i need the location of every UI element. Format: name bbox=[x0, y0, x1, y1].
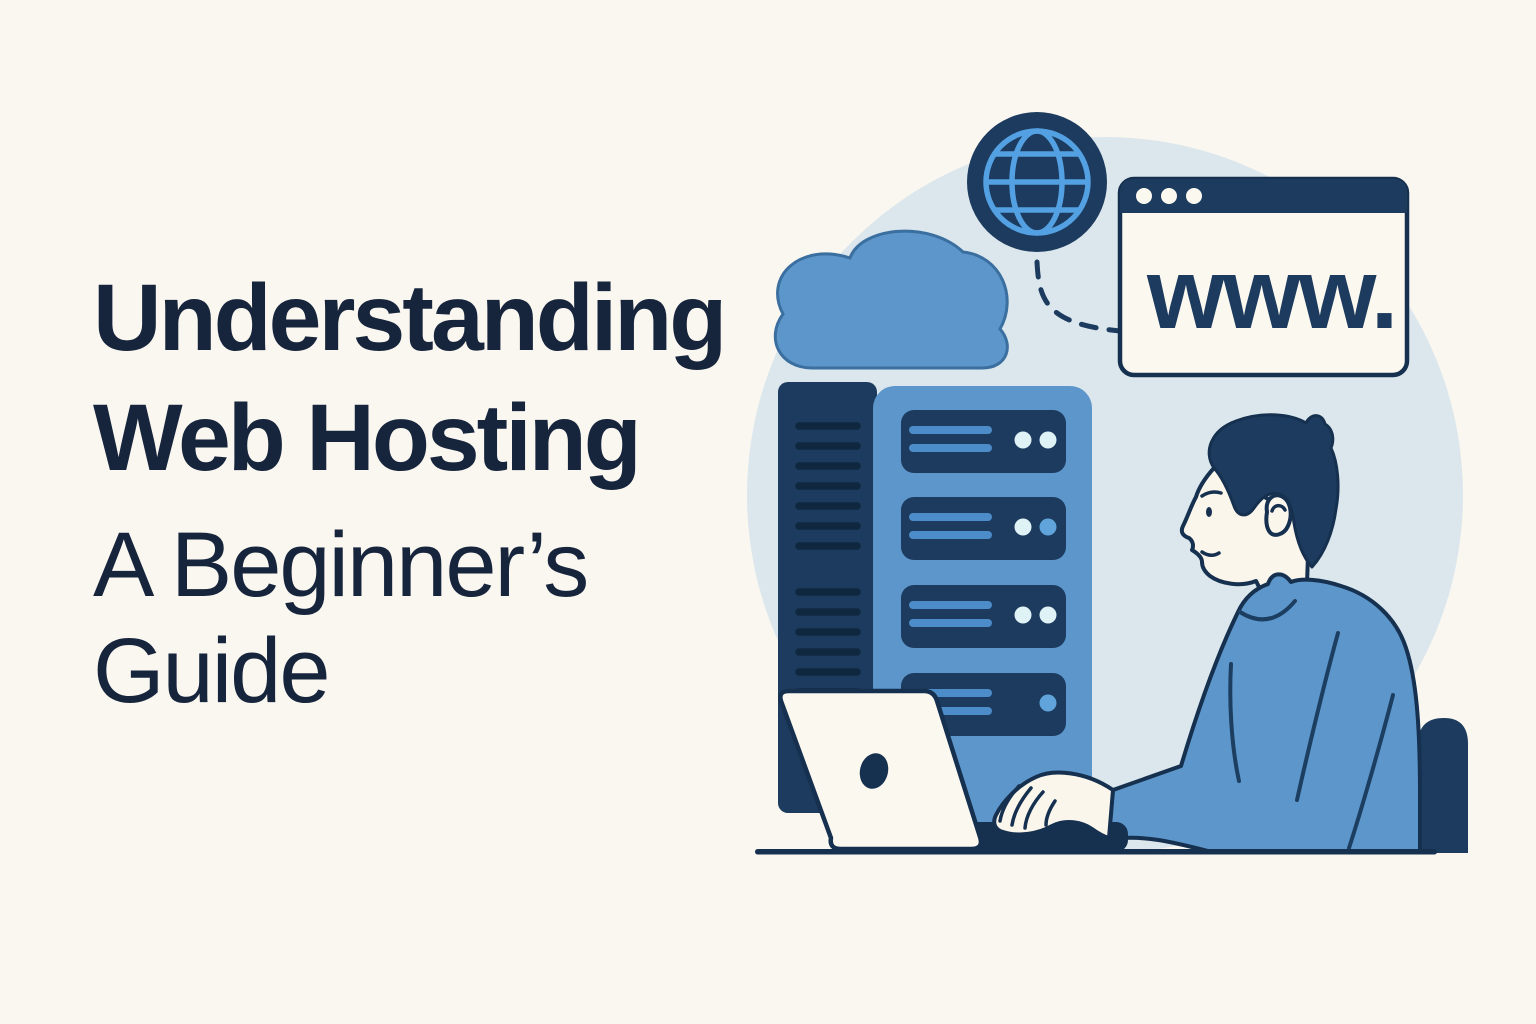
server-unit-1 bbox=[901, 410, 1066, 473]
hair bbox=[1207, 413, 1340, 569]
server-led bbox=[1014, 518, 1032, 536]
chair-back bbox=[1418, 718, 1468, 853]
sweater-fold-back bbox=[1347, 693, 1395, 850]
server-unit-3 bbox=[901, 585, 1066, 648]
person-typing-at-laptop bbox=[1106, 413, 1422, 854]
server-led bbox=[1039, 606, 1057, 624]
browser-title-bar bbox=[1120, 179, 1407, 213]
cloud-icon bbox=[773, 229, 1009, 370]
sweater-fold-front bbox=[1228, 662, 1241, 783]
ear-inner-line bbox=[1270, 503, 1287, 513]
server-slot-lines bbox=[909, 426, 992, 715]
browser-dot-1 bbox=[1136, 188, 1152, 204]
title-line-2: Web Hosting bbox=[93, 385, 642, 491]
browser-dot-2 bbox=[1161, 188, 1177, 204]
eyebrow bbox=[1200, 490, 1223, 498]
typing-hand bbox=[992, 770, 1115, 840]
laptop bbox=[778, 688, 984, 852]
title-line-1: Understanding bbox=[93, 265, 727, 371]
eye bbox=[1206, 507, 1212, 517]
dashed-connector-line bbox=[1034, 259, 1123, 334]
smile bbox=[1200, 550, 1221, 557]
laptop-logo bbox=[859, 753, 889, 789]
browser-dot-3 bbox=[1186, 188, 1202, 204]
finger-lines bbox=[998, 784, 1057, 830]
server-vent-lines bbox=[795, 422, 861, 696]
server-led bbox=[1039, 518, 1057, 536]
ear bbox=[1264, 493, 1293, 537]
server-led bbox=[1039, 431, 1057, 449]
globe-icon bbox=[967, 112, 1107, 252]
globe-latitude-lines bbox=[986, 151, 1088, 213]
browser-url-text: www. bbox=[1146, 238, 1396, 350]
server-led bbox=[1014, 606, 1032, 624]
collar-line bbox=[1238, 599, 1297, 622]
sweater-body bbox=[1106, 572, 1422, 854]
server-led bbox=[1039, 694, 1057, 712]
server-unit-2 bbox=[901, 497, 1066, 560]
subtitle-line-2: Guide bbox=[93, 620, 331, 722]
subtitle-line-1: A Beginner’s bbox=[93, 514, 589, 616]
sweater-fold-center bbox=[1295, 631, 1340, 802]
desk-line bbox=[755, 849, 1437, 855]
browser-window-icon: www. bbox=[1117, 176, 1410, 378]
page-title: Understanding Web Hosting bbox=[93, 258, 727, 498]
server-led bbox=[1014, 431, 1032, 449]
page-subtitle: A Beginner’s Guide bbox=[93, 512, 589, 724]
